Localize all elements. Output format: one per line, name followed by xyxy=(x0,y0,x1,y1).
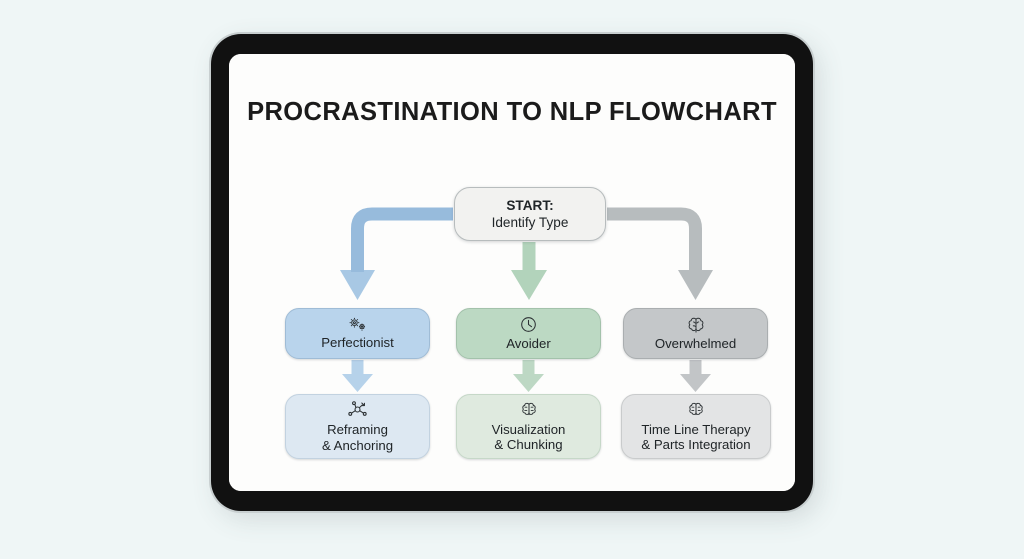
node-perfectionist-label: Perfectionist xyxy=(321,335,394,351)
connector-start-to-avoider xyxy=(511,242,547,300)
node-timeline[interactable]: Time Line Therapy & Parts Integration xyxy=(621,394,771,459)
node-start[interactable]: START: Identify Type xyxy=(454,187,606,241)
clock-icon xyxy=(520,316,537,333)
node-perfectionist[interactable]: Perfectionist xyxy=(285,308,430,359)
node-avoider[interactable]: Avoider xyxy=(456,308,601,359)
brain-split-icon xyxy=(687,401,705,419)
tablet-screen: PROCRASTINATION TO NLP FLOWCHART xyxy=(229,54,795,491)
node-overwhelmed[interactable]: Overwhelmed xyxy=(623,308,768,359)
node-reframing[interactable]: Reframing & Anchoring xyxy=(285,394,430,459)
node-visualization[interactable]: Visualization & Chunking xyxy=(456,394,601,459)
network-nodes-icon xyxy=(347,400,368,419)
connector-perfectionist-to-reframing xyxy=(342,360,373,392)
node-reframing-label: Reframing & Anchoring xyxy=(321,422,394,453)
node-avoider-label: Avoider xyxy=(506,335,551,351)
gears-icon xyxy=(347,316,369,332)
node-start-subheading: Identify Type xyxy=(491,214,569,230)
connector-overwhelmed-to-timeline xyxy=(680,360,711,392)
connector-start-to-perfectionist xyxy=(340,207,453,300)
node-visualization-label: Visualization & Chunking xyxy=(491,421,566,453)
node-start-heading: START: xyxy=(506,197,554,213)
node-timeline-label: Time Line Therapy & Parts Integration xyxy=(641,421,751,453)
slide-canvas: PROCRASTINATION TO NLP FLOWCHART xyxy=(229,54,795,491)
connector-avoider-to-visualization xyxy=(513,360,544,392)
connector-start-to-overwhelmed xyxy=(607,207,713,300)
page-title: PROCRASTINATION TO NLP FLOWCHART xyxy=(247,98,777,126)
brain-split-icon xyxy=(520,401,538,419)
node-overwhelmed-label: Overwhelmed xyxy=(654,335,737,351)
tablet-device: PROCRASTINATION TO NLP FLOWCHART xyxy=(211,34,813,511)
brain-icon xyxy=(686,316,706,333)
